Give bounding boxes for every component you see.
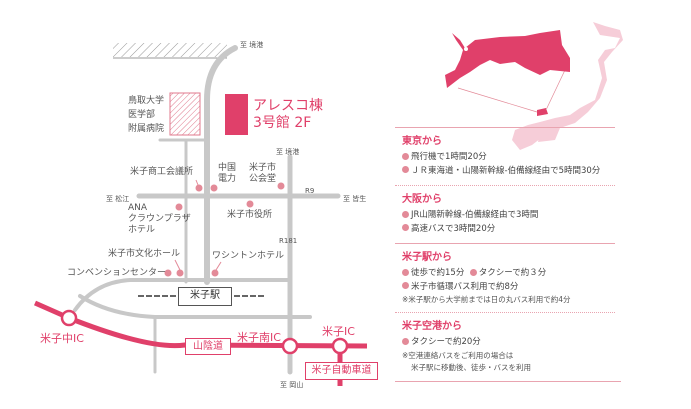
tottori-location xyxy=(537,108,548,116)
yonago-minami-ic-label: 米子南IC xyxy=(237,331,281,344)
divider xyxy=(395,312,615,313)
divider xyxy=(395,127,615,128)
divider xyxy=(395,243,615,244)
bullet-icon xyxy=(402,337,409,345)
access-from-yonago-airport: 米子空港から タクシーで約20分 ※空港連絡バスをご利用の場合は 米子駅に移動後… xyxy=(402,320,691,374)
access-from-osaka: 大阪から JR山陽新幹線-伯備線経由で3時間 高速バスで3時間20分 xyxy=(402,193,691,236)
note: ※米子駅から大学前までは日の丸バス利用で約4分 xyxy=(402,295,571,304)
access-from-tokyo: 東京から 飛行機で1時間20分 ＪＲ東海道・山陽新幹線-伯備線経由で5時間30分 xyxy=(402,135,691,178)
divider xyxy=(395,381,621,382)
convention-center-label: コンベンションセンター xyxy=(67,268,167,278)
yonago-expressway-label: 米子自動車道 xyxy=(305,362,378,380)
bullet-icon xyxy=(402,152,409,160)
list-item: ＪＲ東海道・山陽新幹線-伯備線経由で5時間30分 xyxy=(402,165,691,179)
list-item: タクシーで約20分 xyxy=(402,336,691,350)
access-from-yonago-station: 米子駅から 徒歩で約15分 タクシーで約３分 米子市循環バス利用で約8分 ※米子… xyxy=(402,251,691,306)
japan-inset-map xyxy=(445,22,623,150)
bullet-icon xyxy=(402,210,409,218)
list-item: JR山陽新幹線-伯備線経由で3時間 xyxy=(402,209,691,223)
section-heading: 大阪から xyxy=(402,194,442,205)
to-kaike-label: 至 皆生 xyxy=(343,195,367,203)
route-r9-label: R9 xyxy=(305,187,315,195)
hatched-zone xyxy=(113,43,227,57)
chugoku-electric-label: 中国電力 xyxy=(218,163,237,184)
japan-outline xyxy=(512,22,623,150)
section-heading: 米子駅から xyxy=(402,252,452,263)
tottori-enlarged xyxy=(445,30,570,88)
bullet-icon xyxy=(469,268,477,276)
landmark-dots xyxy=(164,182,285,277)
interchange-circles xyxy=(60,309,349,355)
sanin-expressway-label: 山陰道 xyxy=(185,338,231,355)
public-hall-label: 米子市公会堂 xyxy=(249,163,277,184)
bullet-icon xyxy=(402,268,409,276)
to-matsue-label: 至 松江 xyxy=(106,195,130,203)
note: ※空港連絡バスをご利用の場合は xyxy=(402,350,514,360)
section-heading: 米子空港から xyxy=(402,321,462,332)
culture-hall-label: 米子市文化ホール xyxy=(108,249,181,259)
list-item: 徒歩で約15分 タクシーで約３分 xyxy=(402,267,691,281)
roads xyxy=(73,45,341,375)
to-sakaiminato-label: 至 境港 xyxy=(240,41,264,49)
to-sakaiminato-label-2: 至 境港 xyxy=(276,148,300,156)
list-item: 飛行機で1時間20分 xyxy=(402,151,691,165)
bullet-icon xyxy=(402,166,409,173)
yonago-station: 米子駅 xyxy=(178,287,232,306)
bullet-icon xyxy=(402,224,409,231)
yonago-naka-ic-label: 米子中IC xyxy=(40,332,84,345)
hospital-label: 鳥取大学 医学部 附属病院 xyxy=(128,96,165,134)
yonago-ic-label: 米子IC xyxy=(322,325,355,338)
bullet-icon xyxy=(402,282,409,289)
building-label: アレスコ棟 3号館 2F xyxy=(253,98,323,131)
route-r181-label: R181 xyxy=(279,237,298,245)
chamber-label: 米子商工会議所 xyxy=(130,167,194,177)
section-heading: 東京から xyxy=(402,136,442,147)
washington-hotel-label: ワシントンホテル xyxy=(212,251,285,261)
city-hall-label: 米子市役所 xyxy=(227,210,273,220)
to-okayama-label: 至 岡山 xyxy=(280,381,304,389)
hospital-block xyxy=(169,92,201,136)
note: 米子駅に移動後、徒歩・バスを利用 xyxy=(411,362,531,372)
list-item: 米子市循環バス利用で約8分 xyxy=(402,281,691,295)
divider xyxy=(395,185,615,186)
aresco-building xyxy=(225,94,248,135)
list-item: 高速バスで3時間20分 xyxy=(402,223,691,237)
